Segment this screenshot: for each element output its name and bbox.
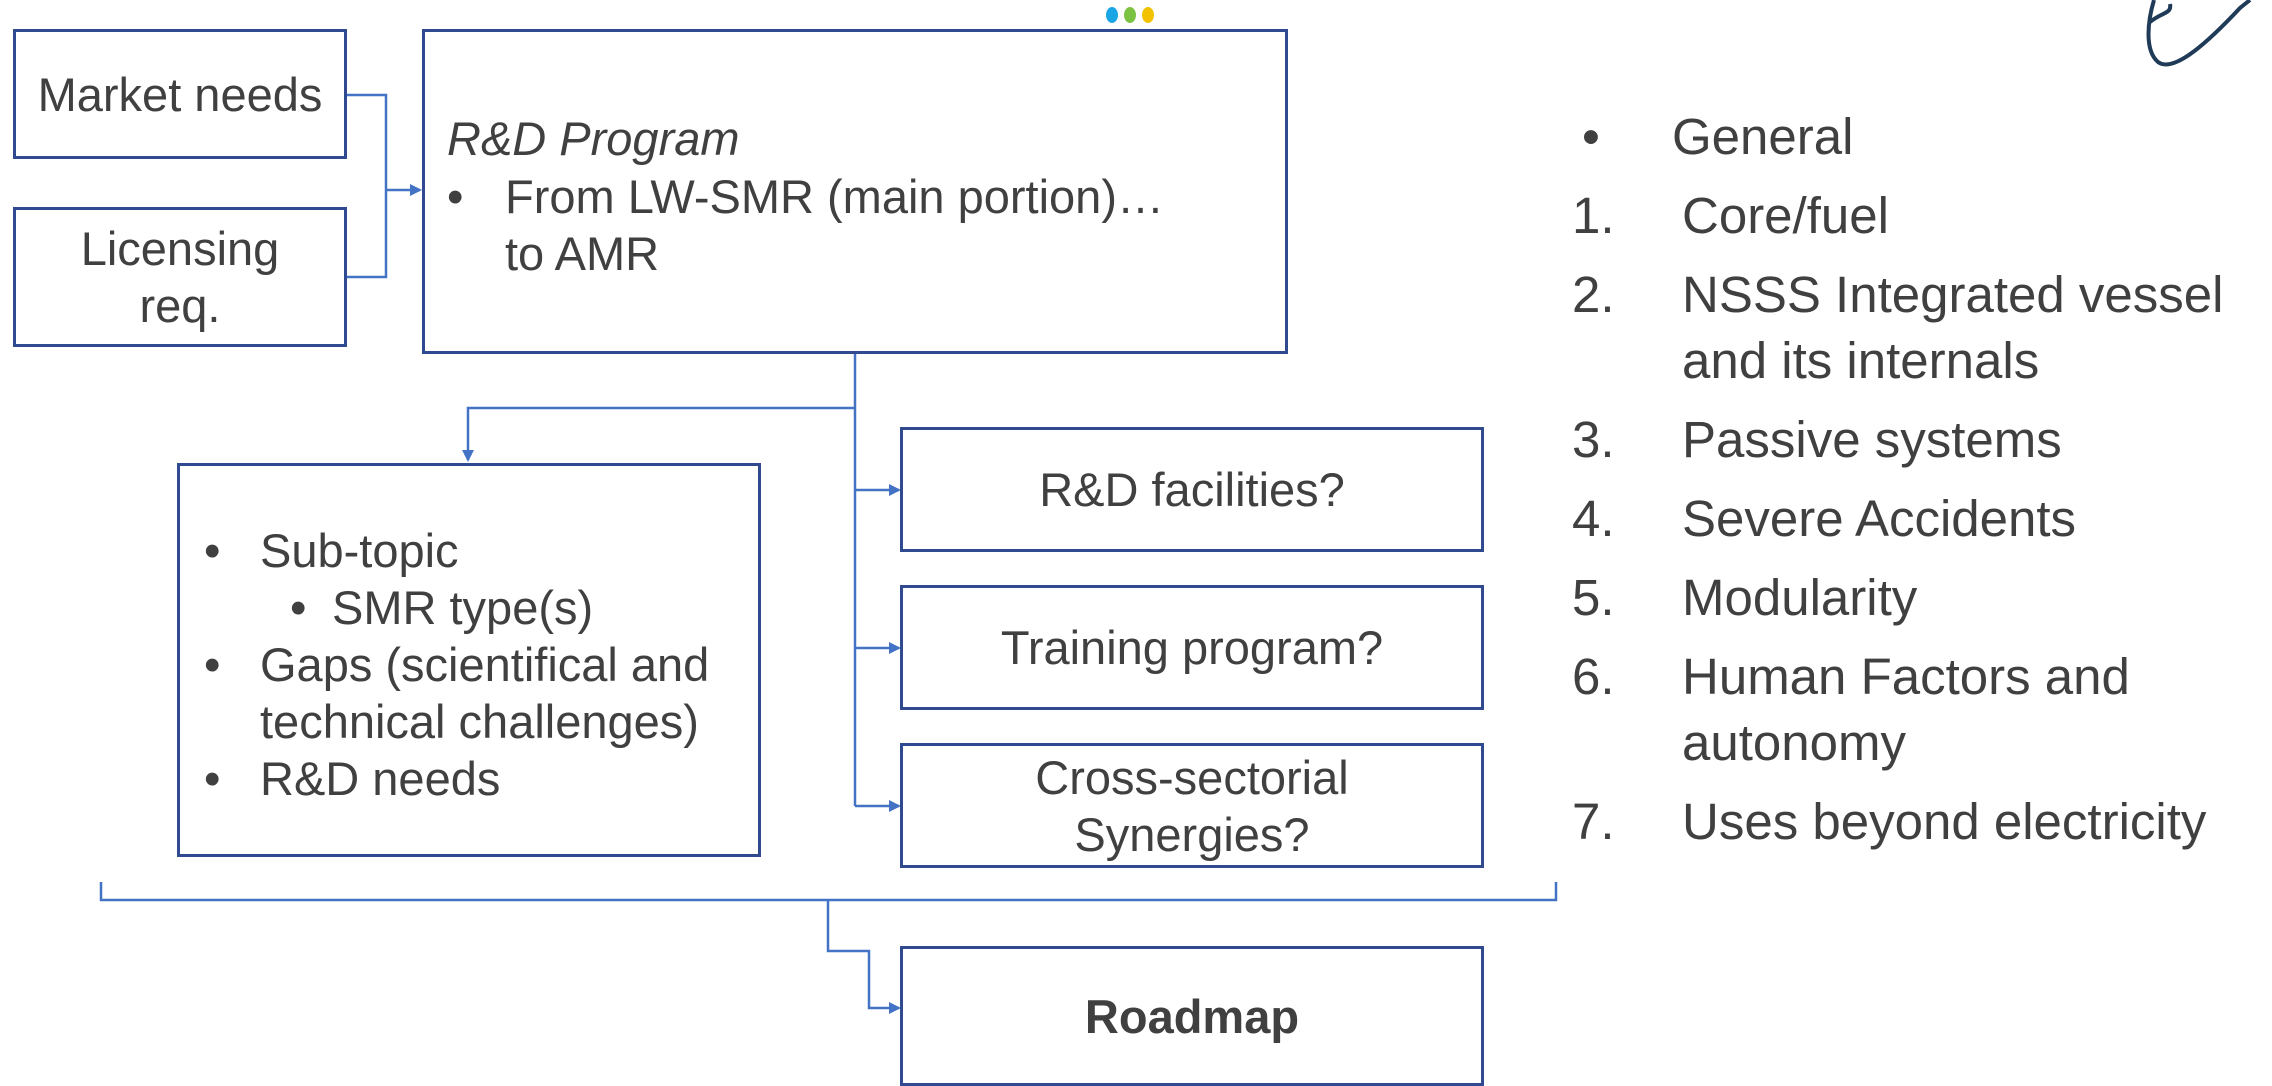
subtopic-box: • Sub-topic • SMR type(s) • Gaps (scient… xyxy=(177,463,761,857)
topic-marker: • xyxy=(1582,108,1600,165)
bullet-icon: • xyxy=(290,581,307,634)
topic-text: Human Factors and autonomy xyxy=(1682,648,2130,771)
topic-text: NSSS Integrated vessel and its internals xyxy=(1682,266,2224,389)
licensing-req-label: Licensing req. xyxy=(80,222,280,332)
topic-item: 6. Human Factors and autonomy xyxy=(1572,644,2182,776)
bracket xyxy=(99,882,1558,902)
atom-logo-icon xyxy=(2146,0,2252,67)
topic-item: 7. Uses beyond electricity xyxy=(1572,789,2272,855)
topic-item: 3. Passive systems xyxy=(1572,407,2272,473)
dot-yellow xyxy=(1142,7,1154,23)
dot-green xyxy=(1124,7,1136,23)
rd-program-bullet-text: From LW-SMR (main portion)… to AMR xyxy=(505,170,1164,280)
topic-marker: 6. xyxy=(1572,648,1615,705)
topic-item: • General xyxy=(1572,104,2272,170)
topic-text: General xyxy=(1672,108,1854,165)
connector-to-subtopic xyxy=(462,406,855,462)
market-needs-label: Market needs xyxy=(37,67,323,121)
rd-program-box: R&D Program • From LW-SMR (main portion)… xyxy=(422,29,1288,354)
subtopic-item-text: Sub-topic xyxy=(260,524,459,577)
topic-marker: 4. xyxy=(1572,490,1615,547)
synergies-label: Cross-sectorial Synergies? xyxy=(1035,750,1349,861)
roadmap-box: Roadmap xyxy=(900,946,1484,1086)
dot-blue xyxy=(1106,7,1118,23)
topic-text: Severe Accidents xyxy=(1682,490,2077,547)
training-program-box: Training program? xyxy=(900,585,1484,710)
topics-list: • General 1. Core/fuel 2. NSSS Integrate… xyxy=(1572,104,2272,868)
subtopic-item: • SMR type(s) xyxy=(194,579,754,636)
rd-facilities-box: R&D facilities? xyxy=(900,427,1484,552)
topic-marker: 7. xyxy=(1572,793,1615,850)
topic-text: Modularity xyxy=(1682,569,1918,626)
subtopic-item: • Sub-topic xyxy=(194,522,754,579)
market-needs-box: Market needs xyxy=(13,29,347,159)
subtopic-item: • R&D needs xyxy=(194,750,754,807)
training-program-label: Training program? xyxy=(1000,621,1384,674)
rd-facilities-label: R&D facilities? xyxy=(1039,463,1345,516)
topic-text: Core/fuel xyxy=(1682,187,1889,244)
bullet-icon: • xyxy=(204,638,221,691)
connector-to-roadmap xyxy=(826,900,901,1014)
topic-item: 4. Severe Accidents xyxy=(1572,486,2272,552)
subtopic-list: • Sub-topic • SMR type(s) • Gaps (scient… xyxy=(194,522,754,807)
topic-marker: 1. xyxy=(1572,187,1615,244)
topic-marker: 5. xyxy=(1572,569,1615,626)
subtopic-item-text: R&D needs xyxy=(260,752,501,805)
bullet-icon: • xyxy=(204,752,221,805)
topic-marker: 3. xyxy=(1572,411,1615,468)
topic-item: 1. Core/fuel xyxy=(1572,183,2272,249)
topic-marker: 2. xyxy=(1572,266,1615,323)
connector-market-needs xyxy=(347,93,388,279)
rd-program-title: R&D Program xyxy=(447,112,740,165)
topic-item: 2. NSSS Integrated vessel and its intern… xyxy=(1572,262,2262,394)
topic-item: 5. Modularity xyxy=(1572,565,2272,631)
licensing-req-box: Licensing req. xyxy=(13,207,347,347)
subtopic-item: • Gaps (scientifical and technical chall… xyxy=(194,636,754,750)
subtopic-item-text: Gaps (scientifical and technical challen… xyxy=(260,638,710,748)
topic-text: Uses beyond electricity xyxy=(1682,793,2207,850)
rd-program-bullet: • From LW-SMR (main portion)… to AMR xyxy=(447,168,1247,282)
subtopic-item-text: SMR type(s) xyxy=(332,581,594,634)
topic-text: Passive systems xyxy=(1682,411,2062,468)
bullet-icon: • xyxy=(447,170,464,223)
synergies-box: Cross-sectorial Synergies? xyxy=(900,743,1484,868)
bullet-icon: • xyxy=(204,524,221,577)
roadmap-label: Roadmap xyxy=(1084,989,1300,1043)
three-dots-icon xyxy=(1106,7,1154,23)
